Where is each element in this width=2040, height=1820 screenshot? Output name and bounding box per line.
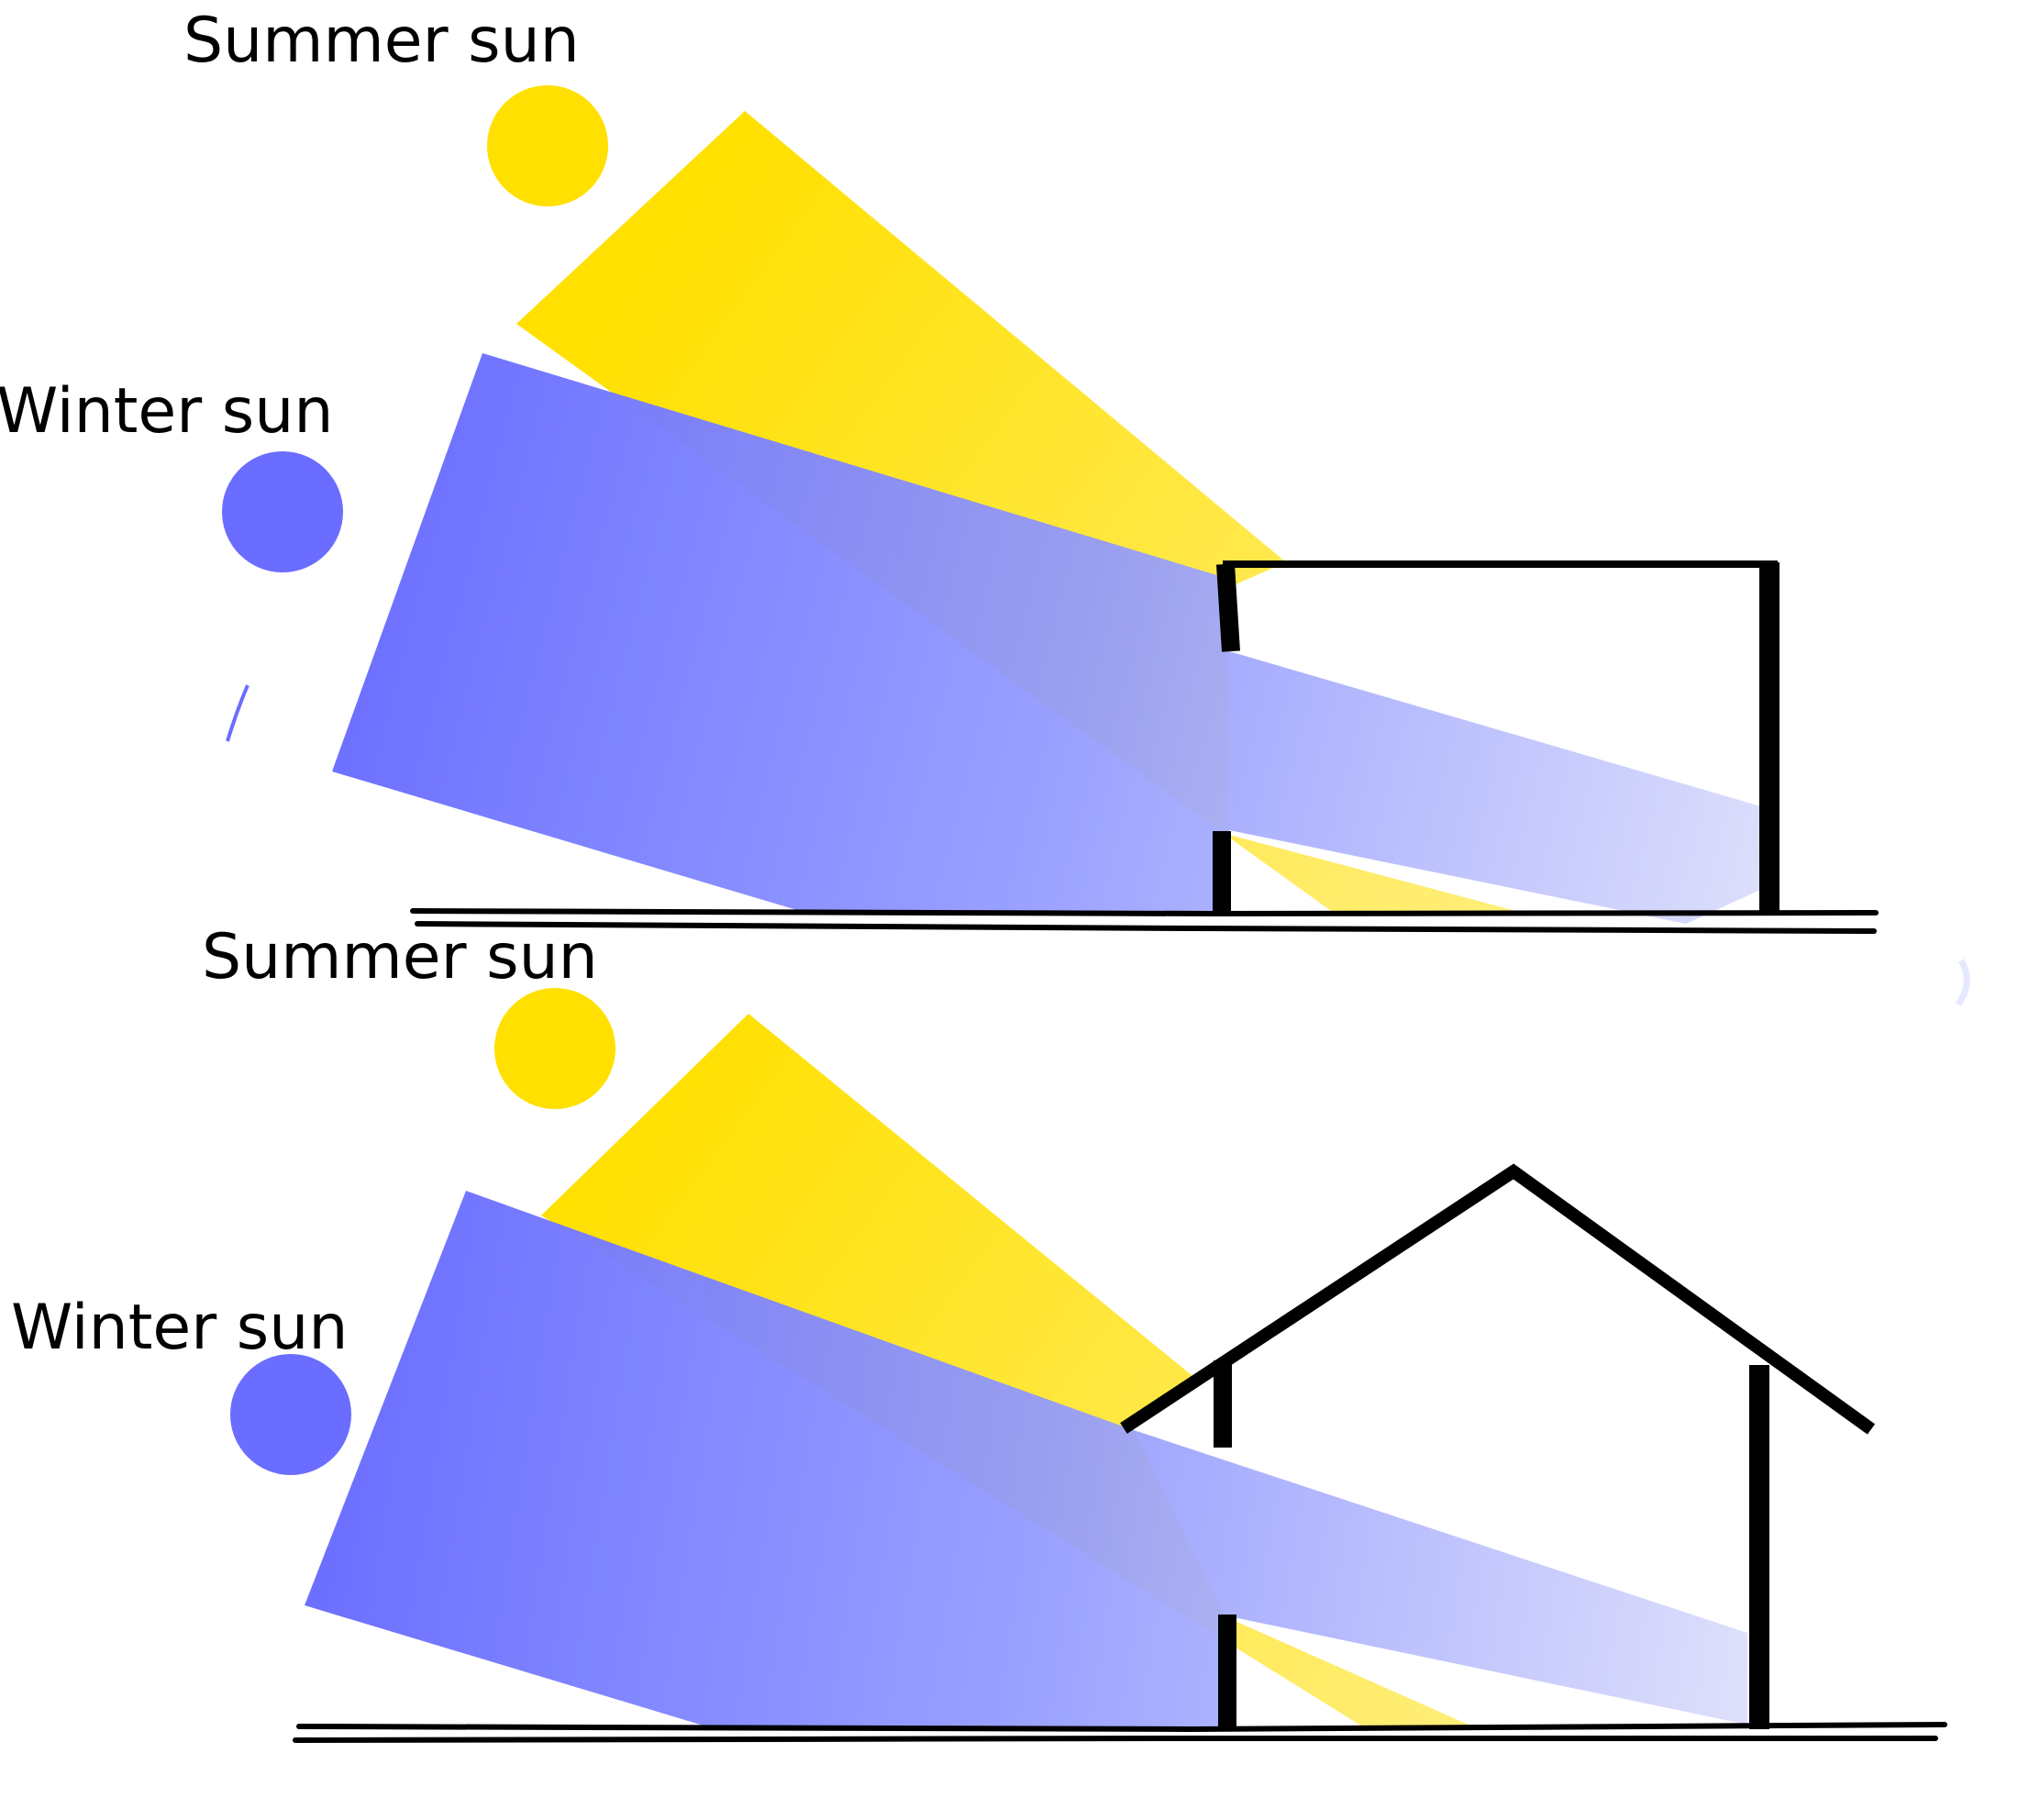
stray-mark [226, 684, 249, 742]
summer-sun-icon [487, 85, 608, 206]
pitched-roof-house [1120, 1163, 1876, 1729]
winter-sun-icon [222, 451, 343, 572]
winter-sun-beam [332, 353, 1770, 924]
roof-overhang [1216, 563, 1240, 652]
pitched-roof [1120, 1163, 1876, 1435]
ground-line [410, 908, 1879, 934]
winter-sun-label: Winter sun [11, 1292, 348, 1364]
stray-mark-right [1956, 959, 1970, 1006]
winter-sun-label: Winter sun [0, 375, 333, 448]
panel-pitched-roof: Summer sun Winter sun [11, 921, 1947, 1743]
summer-sun-beam [541, 1014, 1479, 1729]
summer-sun-label: Summer sun [202, 921, 598, 993]
summer-sun-label: Summer sun [183, 5, 580, 77]
winter-sun-icon [230, 1354, 351, 1475]
flat-roof-house [1213, 560, 1779, 915]
summer-sun-icon [494, 988, 615, 1109]
panel-flat-roof: Summer sun Winter sun [0, 5, 1970, 1006]
ground-line [293, 1722, 1947, 1743]
winter-sun-beam [305, 1191, 1747, 1729]
summer-sun-beam [516, 111, 1523, 916]
